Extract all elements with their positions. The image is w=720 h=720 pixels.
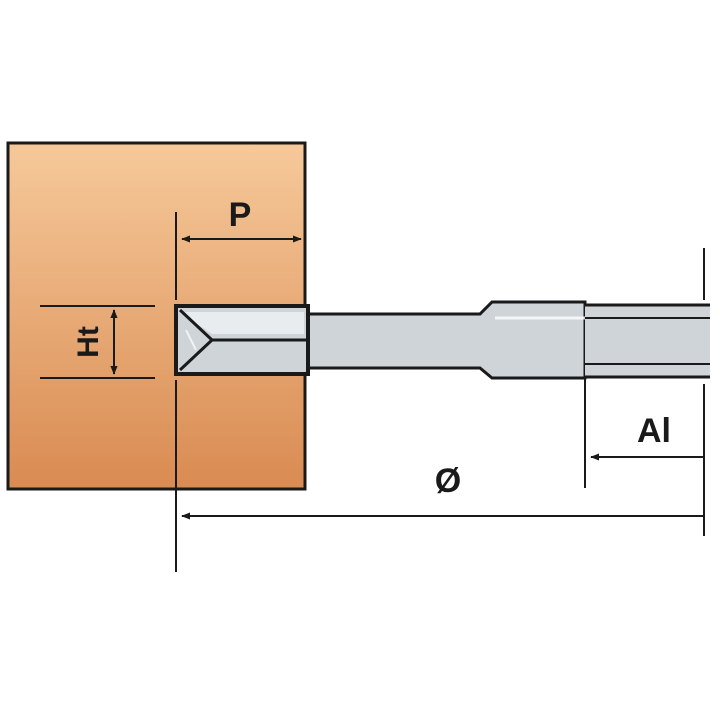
extension-lines (40, 212, 705, 572)
bit-shank (303, 300, 710, 380)
shank-length-label: Al (637, 412, 671, 450)
depth-label: P (229, 196, 252, 234)
bit-cutter (174, 304, 310, 376)
cutting-height-label: Ht (72, 326, 105, 358)
diameter-label: Ø (435, 462, 461, 500)
